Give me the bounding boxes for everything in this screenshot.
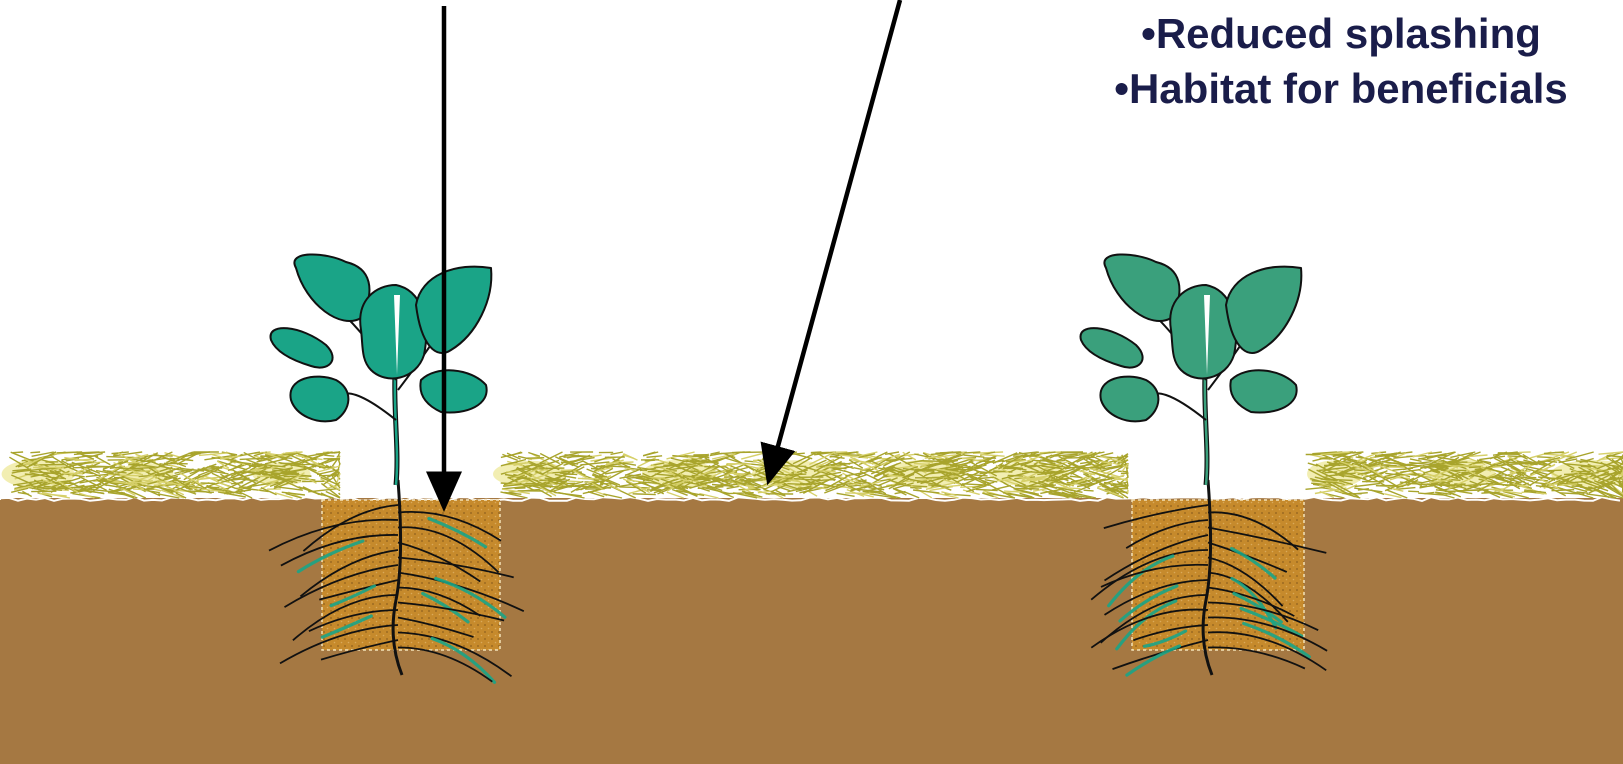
soil-band [0,498,1623,764]
straw-mulch-icon [2,452,340,498]
straw-mulch-icon [1306,452,1623,498]
transplant-seedling-icon [271,254,492,485]
benefits-list: •Reduced splashing •Habitat for benefici… [1061,6,1621,116]
transplant-seedling-icon [1081,254,1302,485]
benefit-item: •Habitat for beneficials [1061,61,1621,116]
pointer-arrow-icon [772,0,900,468]
straw-mulch-icon [493,452,1128,498]
benefit-item: •Reduced splashing [1061,6,1621,61]
